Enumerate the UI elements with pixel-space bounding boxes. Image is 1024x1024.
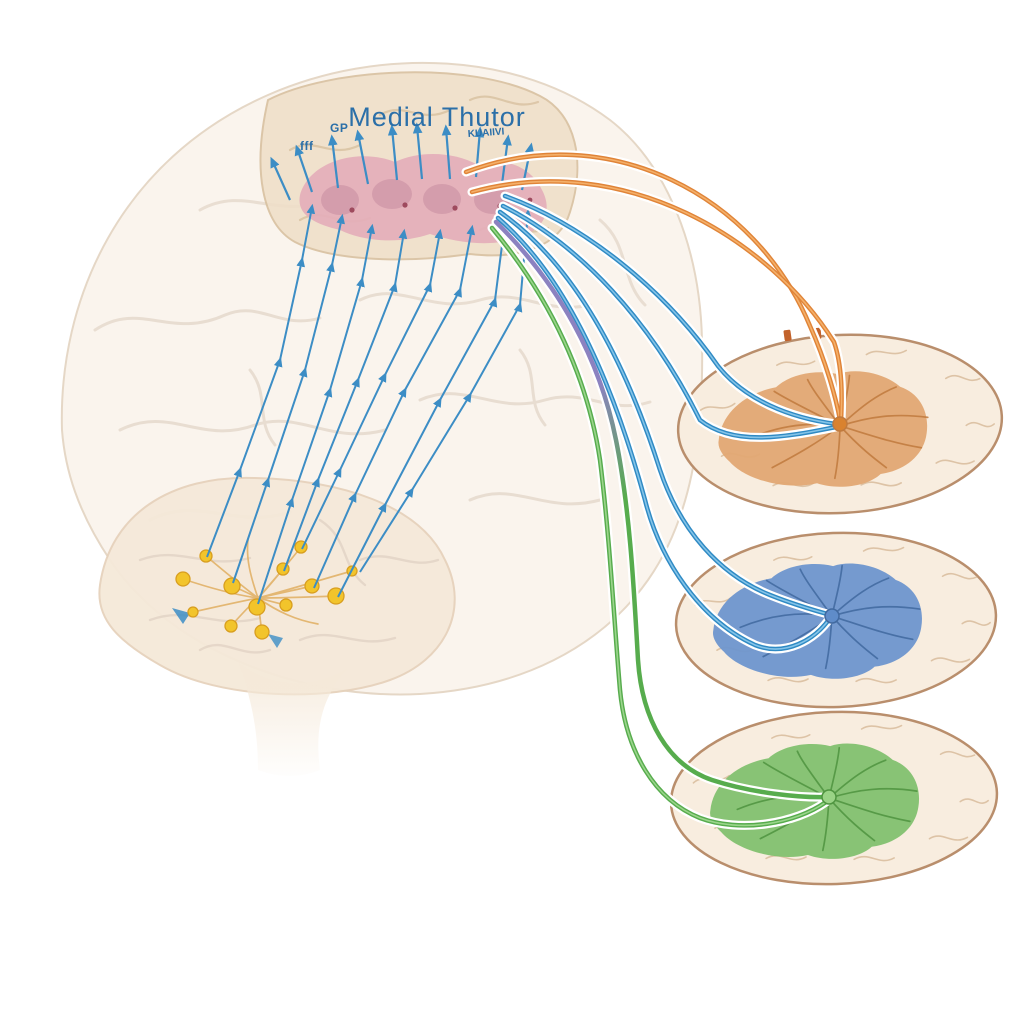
label-fragment-right: KUAIIVI bbox=[467, 126, 505, 140]
fiber-blue-middle bbox=[495, 209, 834, 652]
fiber-blue-upper bbox=[500, 193, 839, 440]
fiber-green bbox=[489, 225, 829, 828]
fiber-orange-pair bbox=[463, 152, 844, 424]
label-fragment-left: fff bbox=[300, 139, 314, 153]
hub-orange bbox=[832, 416, 848, 432]
tick-mark bbox=[783, 329, 792, 342]
projection-fibers bbox=[461, 150, 847, 830]
figure-title: Medial Thutor bbox=[348, 102, 526, 132]
arrow-line bbox=[294, 144, 314, 193]
ascending-axons bbox=[206, 203, 532, 605]
lower-lobe bbox=[98, 476, 456, 776]
neuron-cell-bodies bbox=[175, 540, 358, 640]
neuron-cluster bbox=[175, 539, 358, 640]
arrow-line bbox=[328, 134, 340, 189]
arrow-line bbox=[354, 129, 370, 185]
lobe-blue-mark bbox=[268, 634, 283, 648]
lobe-blue-mark bbox=[172, 608, 190, 624]
arrow-line bbox=[412, 122, 424, 180]
brainstem bbox=[238, 662, 350, 776]
label-fragment-mid: GP bbox=[330, 121, 348, 135]
arrow-line bbox=[387, 124, 399, 181]
fiber-purple-green bbox=[493, 219, 831, 800]
hub-blue bbox=[824, 608, 840, 624]
arrow-line bbox=[441, 124, 452, 180]
arrow-line bbox=[270, 156, 292, 201]
convergence-hubs bbox=[821, 416, 848, 805]
hub-green bbox=[821, 789, 837, 805]
